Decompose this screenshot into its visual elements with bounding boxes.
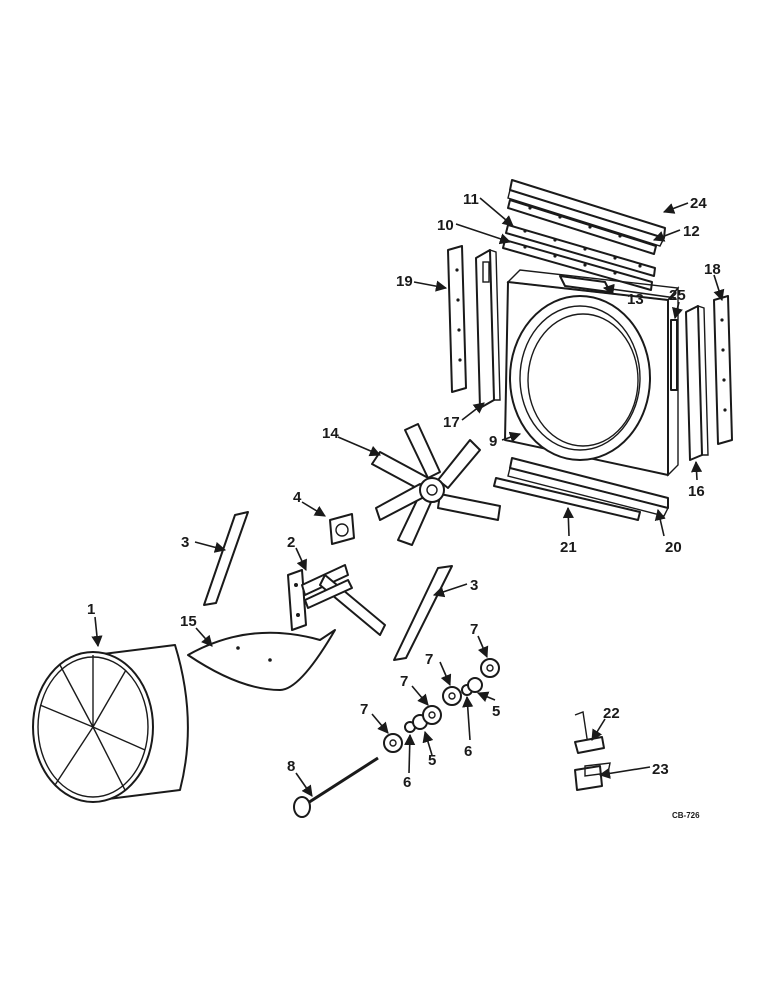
callout-1: 1 (87, 601, 95, 618)
callout-6: 6 (464, 743, 472, 760)
callout-8: 8 (287, 758, 295, 775)
callout-20: 20 (665, 539, 682, 556)
fan-ring-part-1 (32, 644, 189, 803)
strip-part-10 (502, 239, 653, 291)
callout-21: 21 (560, 539, 577, 556)
handle-part-22 (574, 711, 605, 754)
callout-14: 14 (322, 425, 339, 442)
seal-strip-part-25 (670, 319, 678, 391)
hardware-parts-5-6-7 (383, 658, 500, 753)
callout-7: 7 (425, 651, 433, 668)
channel-part-16 (685, 305, 709, 461)
callout-23: 23 (652, 761, 669, 778)
drawing-code: CB-726 (672, 811, 700, 820)
callout-7: 7 (400, 673, 408, 690)
callout-9: 9 (489, 433, 497, 450)
callout-5: 5 (428, 752, 436, 769)
leader-lines (91, 197, 725, 797)
callout-13: 13 (627, 291, 644, 308)
side-bracket-part-19 (447, 245, 467, 393)
callout-4: 4 (293, 489, 302, 506)
brace-part-3-right (393, 565, 453, 661)
callout-15: 15 (180, 613, 197, 630)
callout-3: 3 (470, 577, 478, 594)
callout-17: 17 (443, 414, 460, 431)
bottom-strip-part-21 (493, 477, 641, 521)
brace-part-3-left (203, 511, 249, 606)
callout-2: 2 (287, 534, 295, 551)
callout-7: 7 (470, 621, 478, 638)
callout-24: 24 (690, 195, 707, 212)
plate-part-12 (507, 199, 657, 255)
callout-6: 6 (403, 774, 411, 791)
callout-16: 16 (688, 483, 705, 500)
fan-shroud-part-9 (504, 269, 680, 477)
fan-part-14 (371, 423, 501, 546)
callout-7: 7 (360, 701, 368, 718)
callout-12: 12 (683, 223, 700, 240)
callout-5: 5 (492, 703, 500, 720)
strip-part-11 (505, 224, 656, 277)
rod-part-8 (293, 756, 379, 818)
bracket-plate-part-4 (329, 513, 355, 545)
bracket-assembly-part-2 (287, 564, 386, 636)
callout-22: 22 (603, 705, 620, 722)
channel-part-17 (475, 249, 501, 409)
callout-19: 19 (396, 273, 413, 290)
side-bracket-part-18 (713, 295, 733, 445)
callout-10: 10 (437, 217, 454, 234)
clamp-part-23 (574, 762, 611, 791)
shield-part-15 (187, 629, 336, 691)
callout-3: 3 (181, 534, 189, 551)
callout-25: 25 (669, 287, 686, 304)
callout-18: 18 (704, 261, 721, 278)
callout-11: 11 (463, 191, 479, 208)
